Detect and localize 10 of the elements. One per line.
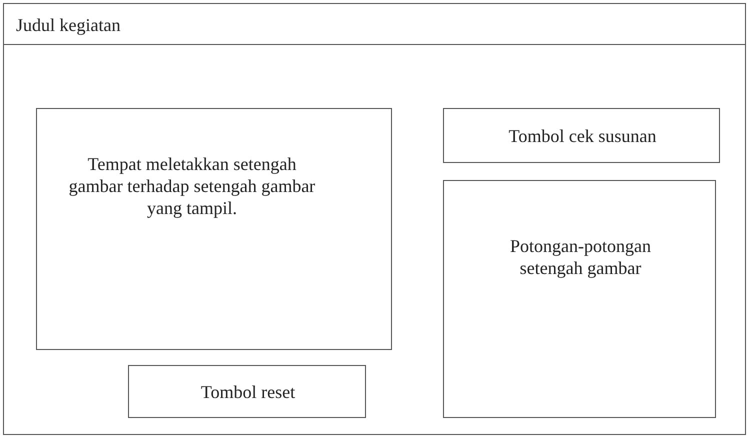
node-text: Tombol reset <box>200 381 296 403</box>
node-text: Tempat meletakkan setengah gambar terhadap setengah gambar yang tampil. <box>68 153 316 219</box>
node-text: Tombol cek susunan <box>508 125 658 147</box>
check-button-box <box>443 108 720 163</box>
node-text: Potongan-potongan setengah gambar <box>509 235 652 279</box>
title-text: Judul kegiatan <box>16 14 122 36</box>
reset-button-box <box>128 365 366 418</box>
drop-area <box>36 108 392 350</box>
page-frame <box>3 3 746 435</box>
pieces-area <box>443 180 716 418</box>
